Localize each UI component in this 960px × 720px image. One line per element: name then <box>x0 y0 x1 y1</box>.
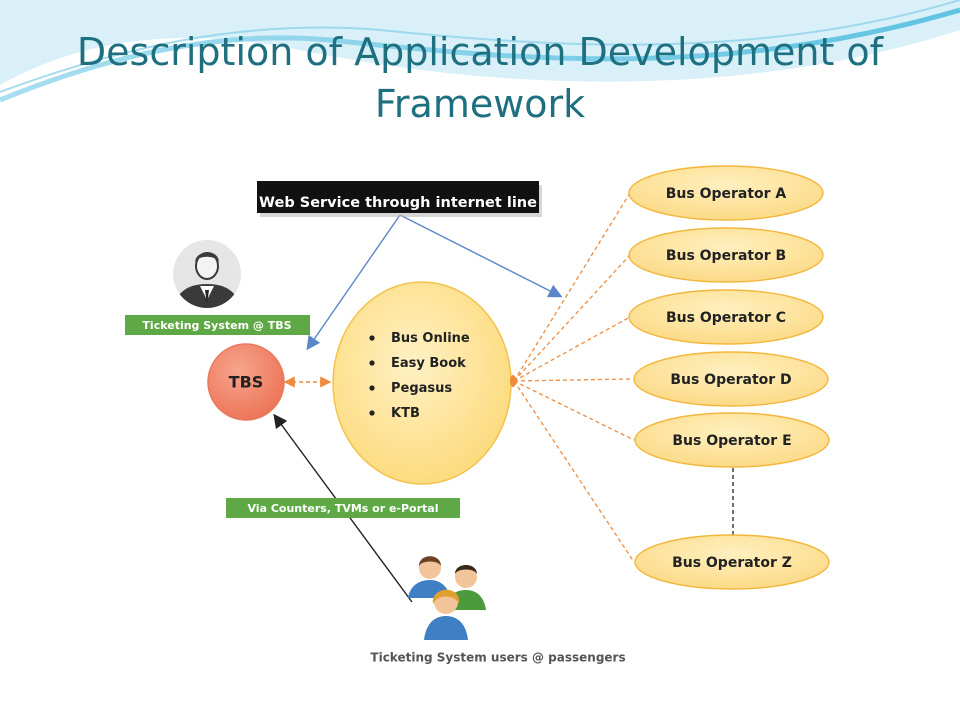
bus-operator-label: Bus Operator E <box>672 433 791 449</box>
bus-operator-label: Bus Operator D <box>670 372 791 388</box>
web-service-arrows <box>306 214 563 351</box>
web-service-label: Web Service through internet line <box>259 195 537 211</box>
provider-item: Pegasus <box>391 381 452 396</box>
provider-item: Easy Book <box>391 356 466 371</box>
link-operator-c <box>513 316 631 382</box>
top-wave <box>0 0 960 85</box>
admin-person-icon <box>173 240 241 308</box>
top-wave-line-2 <box>0 0 960 93</box>
provider-bullet <box>369 410 375 416</box>
bus-operator-node: Bus Operator Z <box>634 534 830 590</box>
bus-operators: Bus Operator A Bus Operator B Bus Operat… <box>628 165 830 590</box>
channels-label-box: Via Counters, TVMs or e-Portal <box>226 498 460 518</box>
tbs-node: TBS <box>207 343 285 421</box>
tbs-label: TBS <box>229 373 264 392</box>
provider-item: KTB <box>391 406 420 421</box>
web-service-arrow-to-tbs <box>306 214 401 351</box>
slide-title-line-2: Framework <box>374 82 586 126</box>
bus-operator-label: Bus Operator A <box>666 186 787 202</box>
slide-title-line-1: Description of Application Development o… <box>76 30 884 74</box>
link-operator-d <box>513 378 633 382</box>
provider-bullet <box>369 335 375 341</box>
hub-connector-dot <box>510 375 516 387</box>
bus-operator-node: Bus Operator D <box>633 351 829 407</box>
bus-operator-node: Bus Operator B <box>628 227 824 283</box>
slide-title: Description of Application Development o… <box>30 26 930 130</box>
bus-operator-node: Bus Operator A <box>628 165 824 221</box>
bus-operator-label: Bus Operator C <box>666 310 786 326</box>
link-operator-b <box>513 254 631 382</box>
link-operator-e <box>513 380 635 441</box>
provider-bullet <box>369 360 375 366</box>
bus-operator-node: Bus Operator E <box>634 412 830 468</box>
bus-operator-node: Bus Operator C <box>628 289 824 345</box>
provider-bullet <box>369 385 375 391</box>
web-service-label-box: Web Service through internet line <box>257 181 542 217</box>
channels-label: Via Counters, TVMs or e-Portal <box>247 502 438 515</box>
admin-label: Ticketing System @ TBS <box>142 319 291 332</box>
top-wave-line <box>0 7 960 103</box>
admin-label-box: Ticketing System @ TBS <box>125 315 310 335</box>
provider-hub: Bus Online Easy Book Pegasus KTB <box>332 281 516 485</box>
link-operator-a <box>513 192 631 382</box>
provider-item: Bus Online <box>391 331 470 346</box>
web-service-arrow-to-operators <box>399 214 563 298</box>
provider-list: Bus Online Easy Book Pegasus KTB <box>369 331 470 421</box>
operator-links <box>513 192 635 563</box>
passengers-group-icon <box>408 556 486 640</box>
passengers-label: Ticketing System users @ passengers <box>370 651 625 665</box>
link-operator-z <box>513 380 635 563</box>
bus-operator-label: Bus Operator B <box>666 248 786 264</box>
bus-operator-label: Bus Operator Z <box>672 555 792 571</box>
